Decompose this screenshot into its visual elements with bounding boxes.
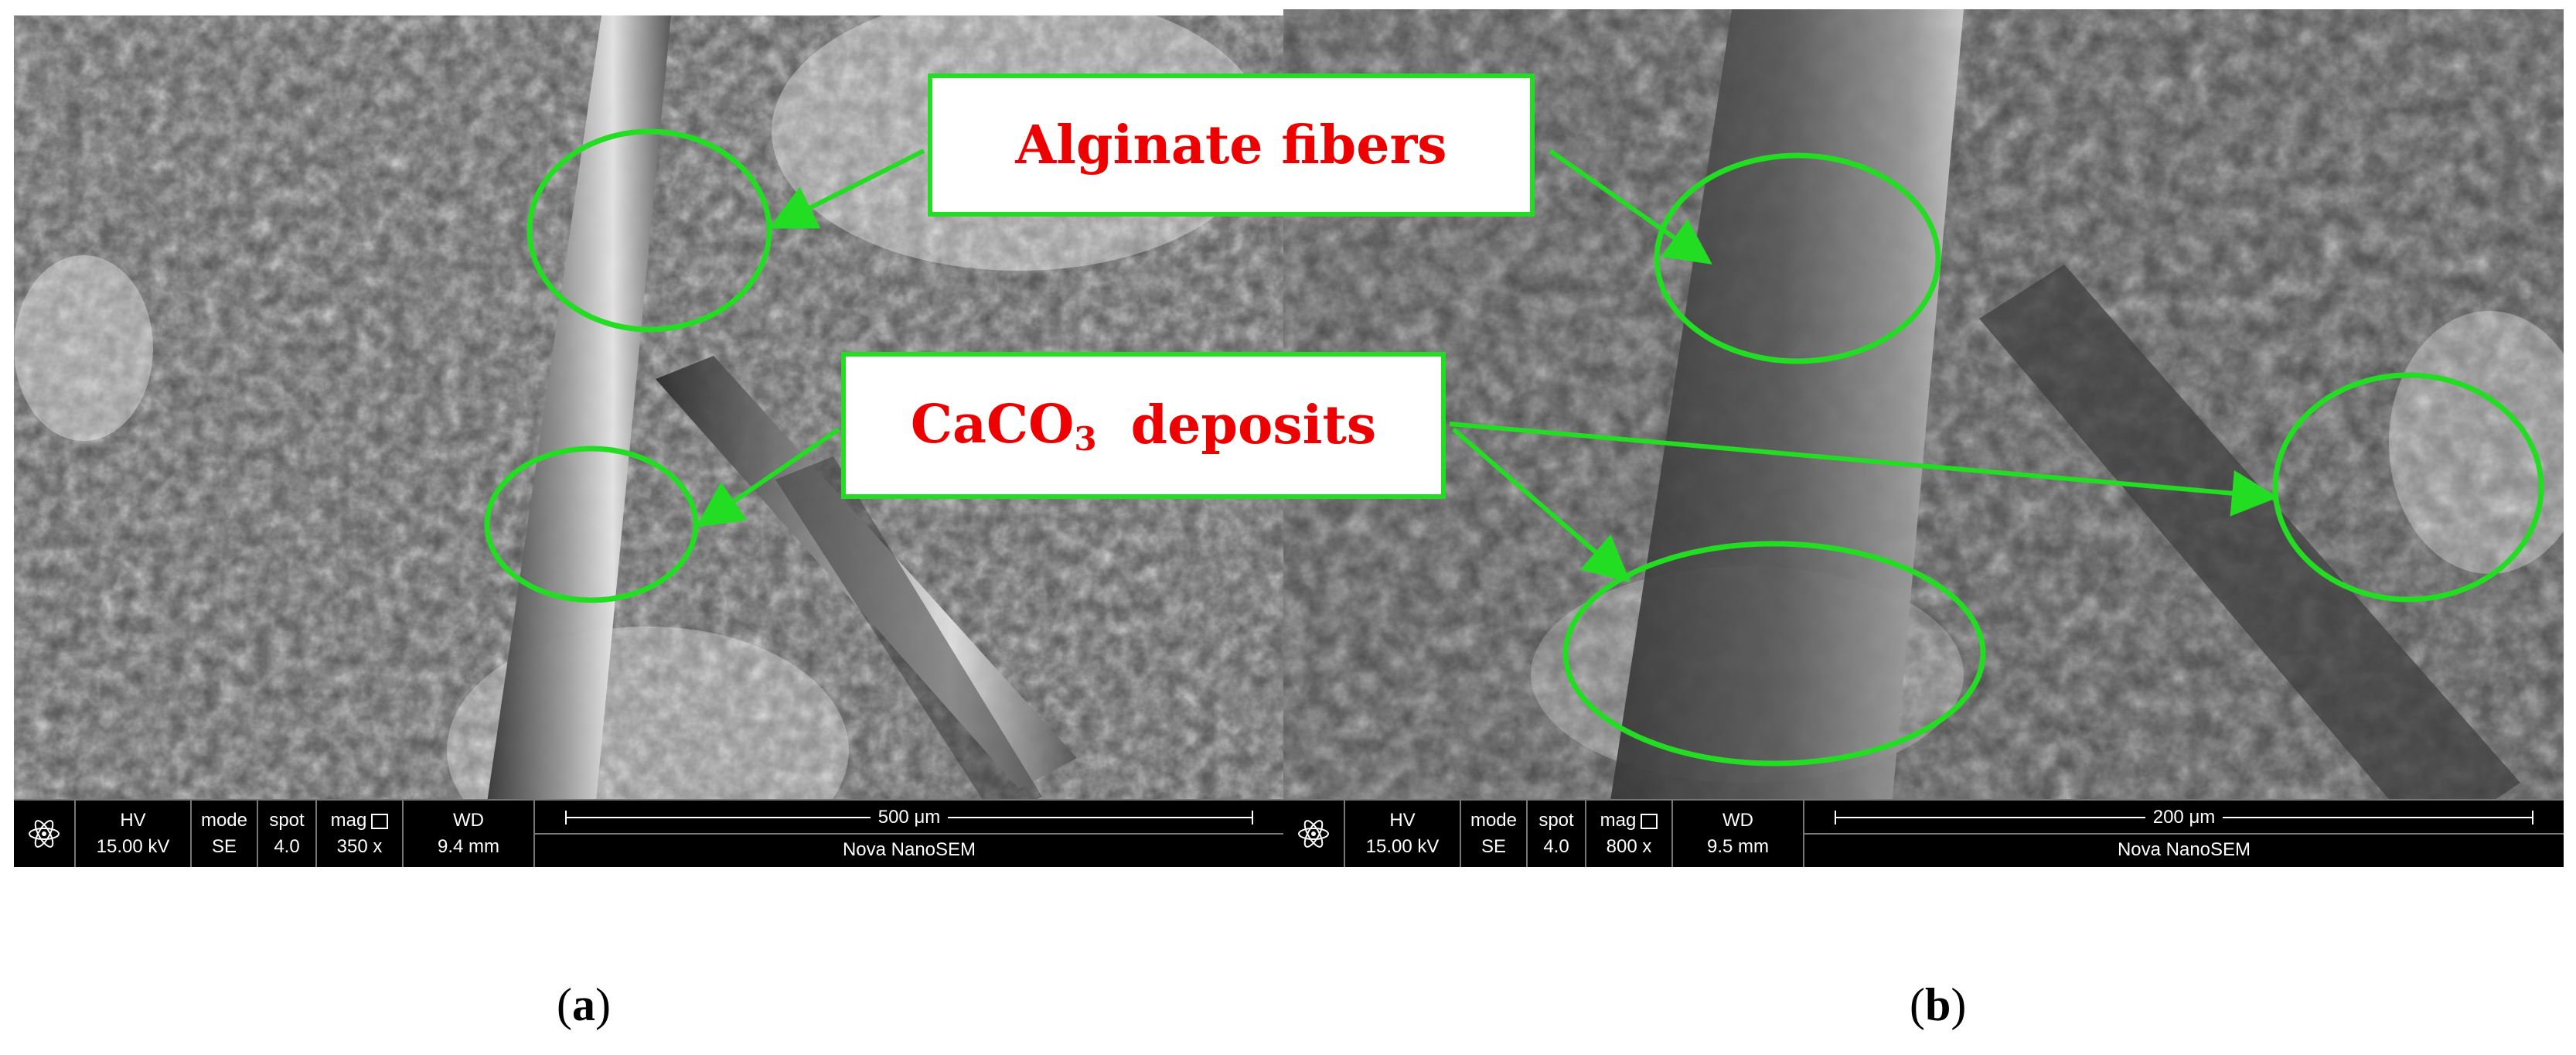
mag-box-icon xyxy=(371,813,389,829)
hv-value: 15.00 kV xyxy=(1365,836,1440,857)
callout-caco3-tail: deposits xyxy=(1130,394,1377,456)
scale-divider xyxy=(1804,833,2564,835)
mode-value: SE xyxy=(211,836,237,857)
mode-field: mode SE xyxy=(1461,801,1528,867)
scale-line-left xyxy=(1835,811,2145,825)
mag-value: 350 x xyxy=(336,836,383,857)
wd-field: WD 9.4 mm xyxy=(404,801,535,867)
spot-label: spot xyxy=(1538,810,1574,831)
spot-field: spot 4.0 xyxy=(258,801,317,867)
mode-value: SE xyxy=(1481,836,1506,857)
callout-caco3-main: CaCO xyxy=(910,393,1075,456)
hv-label: HV xyxy=(120,810,146,831)
scale-field: 200 μm Nova NanoSEM xyxy=(1804,801,2564,867)
atom-logo-icon xyxy=(1283,801,1345,867)
atom-logo-icon xyxy=(14,801,76,867)
hv-field: HV 15.00 kV xyxy=(1345,801,1461,867)
spot-value: 4.0 xyxy=(1543,836,1569,857)
mag-label: mag xyxy=(330,810,367,831)
callout-caco3-formula: CaCO3 xyxy=(911,394,1097,458)
mag-label-wrap: mag xyxy=(331,807,389,834)
instrument-label: Nova NanoSEM xyxy=(842,839,976,860)
hv-field: HV 15.00 kV xyxy=(76,801,192,867)
hv-label: HV xyxy=(1389,810,1416,831)
callout-caco3-deposits: CaCO3 deposits xyxy=(841,352,1446,499)
mode-label: mode xyxy=(200,810,248,831)
callout-caco3-subscript: 3 xyxy=(1074,419,1097,458)
sem-databar-a: HV 15.00 kV mode SE spot 4.0 mag 350 x W… xyxy=(14,799,1283,867)
mag-box-icon xyxy=(1641,813,1658,829)
hv-value: 15.00 kV xyxy=(96,836,170,857)
mag-field: mag 800 x xyxy=(1586,801,1673,867)
scale-line-right xyxy=(948,811,1254,825)
wd-field: WD 9.5 mm xyxy=(1673,801,1804,867)
scale-line-left xyxy=(564,811,871,825)
mag-label: mag xyxy=(1600,810,1637,831)
wd-label: WD xyxy=(1722,810,1753,831)
scale-bar: 500 μm xyxy=(564,804,1254,831)
scale-field: 500 μm Nova NanoSEM xyxy=(535,801,1283,867)
mag-label-wrap: mag xyxy=(1600,807,1658,834)
instrument-label: Nova NanoSEM xyxy=(2117,839,2251,860)
scale-divider xyxy=(535,833,1283,835)
scale-bar: 200 μm xyxy=(1835,804,2534,831)
wd-value: 9.4 mm xyxy=(437,836,499,857)
scale-line-right xyxy=(2223,811,2534,825)
sem-databar-b: HV 15.00 kV mode SE spot 4.0 mag 800 x W… xyxy=(1283,799,2564,867)
caption-a: (a) xyxy=(557,979,611,1030)
caption-a-letter: a xyxy=(571,979,595,1030)
wd-value: 9.5 mm xyxy=(1706,836,1769,857)
spot-field: spot 4.0 xyxy=(1528,801,1586,867)
callout-fibers-text: Alginate fibers xyxy=(1015,114,1447,176)
spot-label: spot xyxy=(269,810,305,831)
scale-label: 500 μm xyxy=(877,807,941,828)
callout-alginate-fibers: Alginate fibers xyxy=(928,73,1535,217)
spot-value: 4.0 xyxy=(274,836,300,857)
wd-label: WD xyxy=(453,810,484,831)
mag-field: mag 350 x xyxy=(317,801,404,867)
mag-value: 800 x xyxy=(1606,836,1652,857)
caption-b: (b) xyxy=(1910,979,1967,1030)
caption-b-letter: b xyxy=(1924,979,1951,1030)
scale-label: 200 μm xyxy=(2152,807,2216,828)
mode-field: mode SE xyxy=(192,801,258,867)
mode-label: mode xyxy=(1470,810,1518,831)
